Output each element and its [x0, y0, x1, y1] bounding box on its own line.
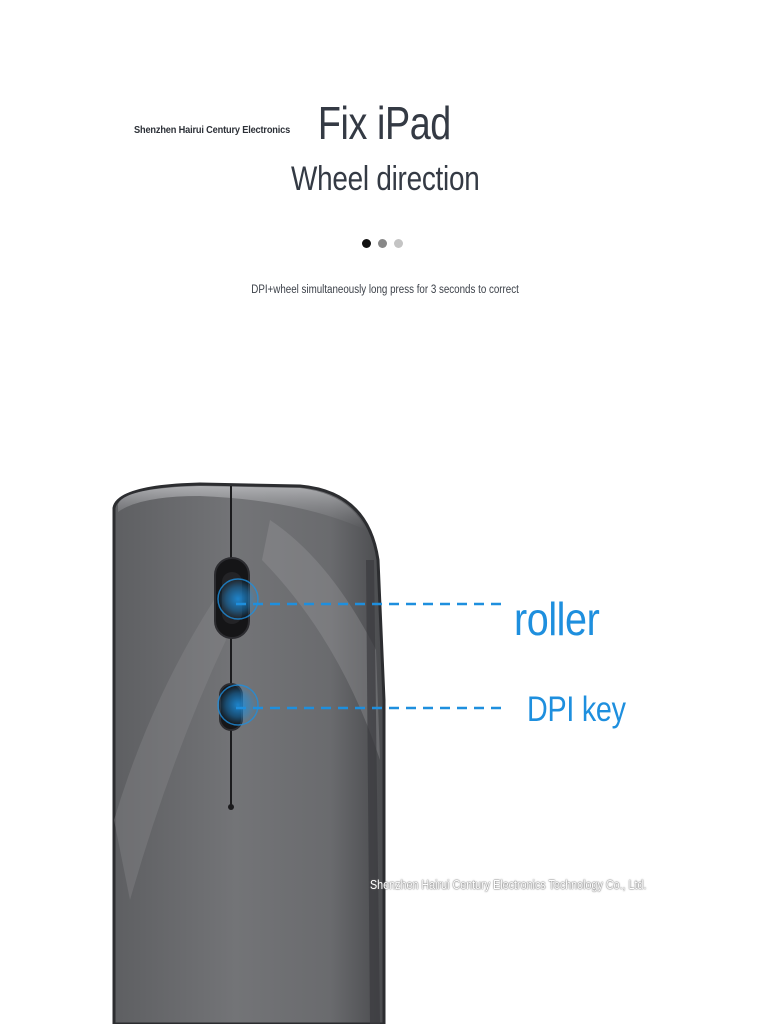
roller-glow: [218, 579, 258, 619]
page-title: Fix iPad: [317, 97, 451, 149]
carousel-dot-1[interactable]: [362, 239, 371, 248]
page-subtitle: Wheel direction: [291, 160, 480, 198]
carousel-dot-2[interactable]: [378, 239, 387, 248]
mouse-rim-highlight: [118, 486, 366, 530]
carousel-dot-3[interactable]: [394, 239, 403, 248]
carousel-dots: [362, 239, 403, 248]
mouse-body: [112, 482, 386, 1024]
brand-label: Shenzhen Hairui Century Electronics: [134, 124, 291, 136]
dpi-key-label: DPI key: [527, 690, 626, 729]
dpi-glow: [218, 685, 258, 725]
mouse-illustration: [112, 482, 506, 1024]
instruction-text: DPI+wheel simultaneously long press for …: [251, 284, 519, 296]
company-watermark: Shenzhen Hairui Century Electronics Tech…: [370, 878, 647, 892]
mouse-reflection-left: [114, 600, 226, 900]
roller-label: roller: [514, 593, 600, 645]
mouse-edge-shadow: [366, 560, 380, 1024]
dpi-ring: [217, 684, 259, 726]
mouse-seam-end: [228, 804, 234, 810]
roller-ring: [217, 578, 259, 620]
mouse-reflection-right: [262, 520, 380, 760]
